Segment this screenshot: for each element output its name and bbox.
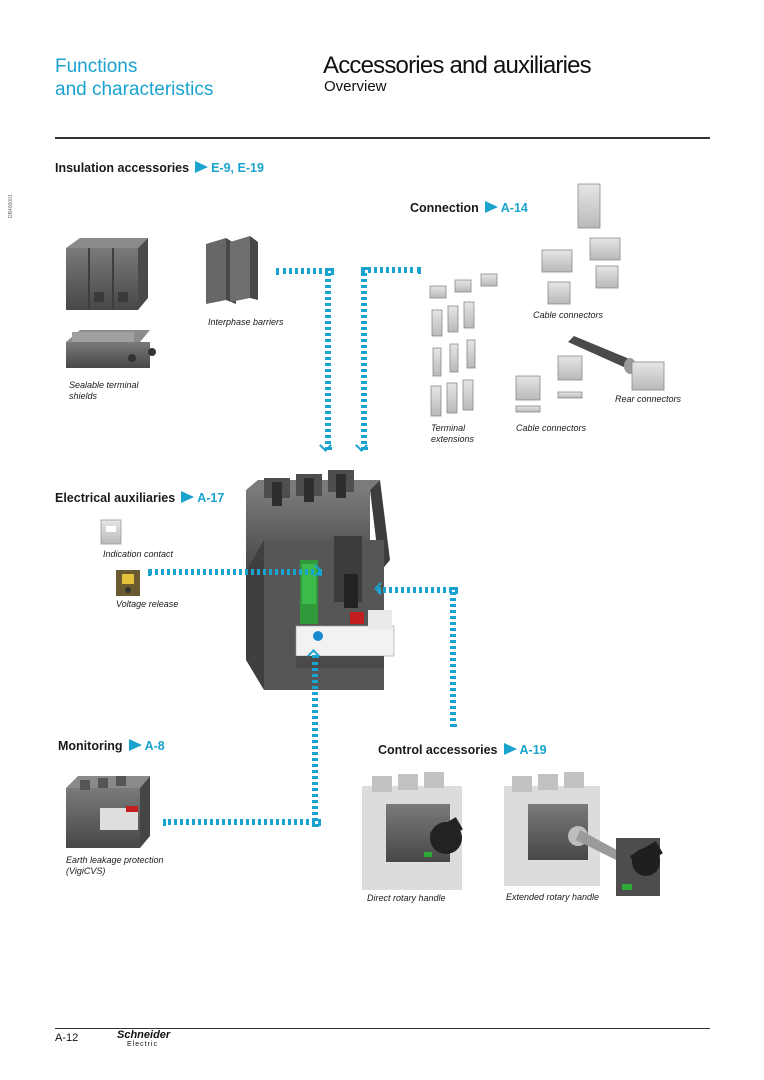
terminal-caption-line1: Terminal xyxy=(431,423,466,433)
electrical-label: Electrical auxiliaries xyxy=(55,491,176,505)
header-left-line1: Functions xyxy=(55,56,138,77)
control-connector-line xyxy=(378,587,458,593)
terminal-caption-line2: extensions xyxy=(431,434,475,444)
header-left-line2: and characteristics xyxy=(55,79,214,100)
control-title: Control accessories A-19 xyxy=(378,743,547,757)
page-subtitle: Overview xyxy=(324,78,387,95)
play-arrow-icon xyxy=(195,161,209,173)
play-arrow-icon xyxy=(181,491,195,503)
connection-connector-line-down xyxy=(361,267,367,450)
earth-caption-line2: (VigiCVS) xyxy=(66,866,106,876)
monitoring-title: Monitoring A-8 xyxy=(58,739,165,753)
rear-connectors-caption: Rear connectors xyxy=(615,394,682,404)
control-label: Control accessories xyxy=(378,743,498,757)
voltage-release-image xyxy=(116,570,140,596)
monitoring-connector-line xyxy=(163,819,321,825)
terminal-shield-image xyxy=(66,238,148,310)
sealable-shield-image xyxy=(66,330,156,368)
earth-leakage-image xyxy=(66,776,150,848)
electrical-title: Electrical auxiliaries A-17 xyxy=(55,491,224,505)
cable-connectors-top-caption: Cable connectors xyxy=(533,310,604,320)
direct-rotary-handle-image xyxy=(362,772,463,890)
sealable-caption-line2: shields xyxy=(69,391,98,401)
header-rule xyxy=(55,137,710,139)
direct-rotary-caption: Direct rotary handle xyxy=(367,893,446,903)
earth-caption-line1: Earth leakage protection xyxy=(66,855,164,865)
monitoring-ref-link[interactable]: A-8 xyxy=(144,739,165,753)
sealable-caption-line1: Sealable terminal xyxy=(69,380,139,390)
brand-sub: Electric xyxy=(127,1041,158,1048)
control-connector-line-up xyxy=(450,587,456,727)
play-arrow-icon xyxy=(484,201,498,213)
play-arrow-icon xyxy=(503,743,517,755)
brand-logo: Schneider Electric xyxy=(117,1029,171,1049)
indication-contact-image xyxy=(100,519,122,545)
control-ref-link[interactable]: A-19 xyxy=(519,743,547,757)
page-number: A-12 xyxy=(55,1032,79,1044)
connection-ref-link[interactable]: A-14 xyxy=(500,201,528,215)
insulation-title: Insulation accessories E-9, E-19 xyxy=(55,161,264,175)
terminal-extensions-caption: Terminal extensions xyxy=(431,423,474,445)
electrical-connector-line xyxy=(148,569,322,575)
interphase-caption: Interphase barriers xyxy=(208,317,284,327)
rear-connector-image xyxy=(568,336,665,391)
monitoring-connector-line-up xyxy=(312,655,318,827)
connection-label: Connection xyxy=(410,201,479,215)
connection-parts-image xyxy=(429,183,621,417)
footer-rule xyxy=(55,1028,710,1029)
monitoring-label: Monitoring xyxy=(58,739,123,753)
insulation-connector-line-down xyxy=(325,268,331,450)
connection-connector-line xyxy=(361,267,421,273)
play-arrow-icon xyxy=(128,739,142,751)
extended-rotary-caption: Extended rotary handle xyxy=(506,892,600,902)
insulation-ref-link[interactable]: E-9, E-19 xyxy=(211,161,264,175)
interphase-barrier-image xyxy=(206,236,258,304)
insulation-label: Insulation accessories xyxy=(55,161,190,175)
page-title: Accessories and auxiliaries xyxy=(323,52,592,79)
connection-title: Connection A-14 xyxy=(410,201,528,215)
circuit-breaker-image xyxy=(246,470,395,690)
electrical-ref-link[interactable]: A-17 xyxy=(197,491,225,505)
brand-name: Schneider xyxy=(117,1029,171,1041)
extended-rotary-handle-image xyxy=(504,772,663,896)
indication-contact-caption: Indication contact xyxy=(103,549,174,559)
header-section-title: Functions and characteristics xyxy=(55,55,213,101)
sealable-caption: Sealable terminal shields xyxy=(69,380,139,402)
cable-connectors-bottom-caption: Cable connectors xyxy=(516,423,587,433)
insulation-connector-line xyxy=(276,268,334,274)
earth-leakage-caption: Earth leakage protection (VigiCVS) xyxy=(66,855,164,877)
voltage-release-caption: Voltage release xyxy=(116,599,179,609)
